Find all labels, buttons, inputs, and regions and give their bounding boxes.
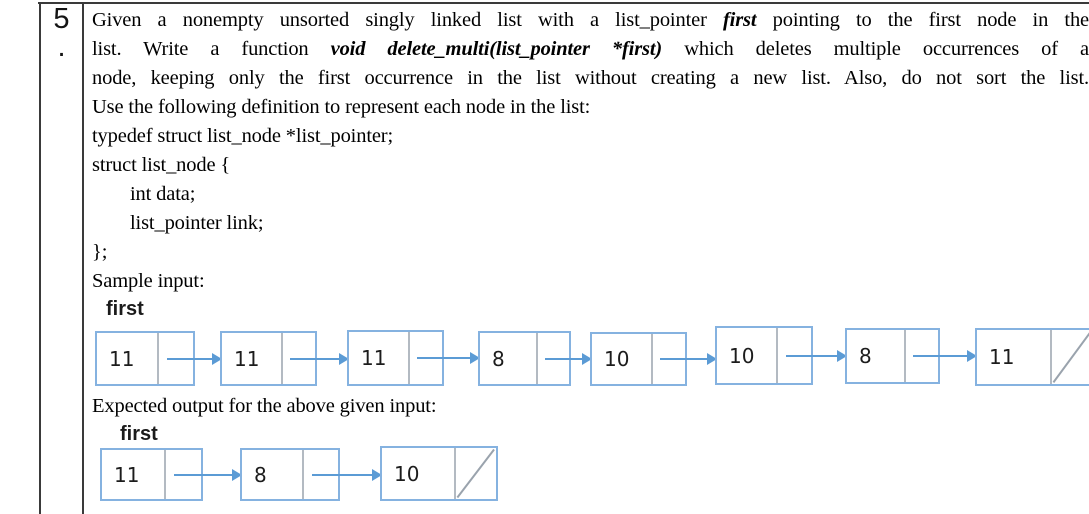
code-line-link: list_pointer link; [130,212,264,234]
statement-line-1: Given a nonempty unsorted singly linked … [92,6,1089,35]
arrow-shaft [167,358,214,360]
node-data-value: 10 [729,343,755,368]
statement-line-1-pre: Given a nonempty unsorted singly linked … [92,9,723,31]
node-data-value: 11 [114,462,140,487]
node-divider [280,333,283,384]
next-pointer-arrow [167,353,222,365]
statement-line-4: Use the following definition to represen… [92,96,591,118]
node-divider [157,333,160,384]
node-divider [302,450,305,499]
list-node: 11 [220,331,317,386]
node-divider [164,450,167,499]
arrow-shaft [417,357,472,359]
question-number: 5 [53,3,70,35]
linked-list-diagram-output: first 11 8 10 [92,421,1089,514]
null-slash-icon [454,448,496,499]
statement-line-1-bold: first [722,9,757,31]
arrow-head-icon [707,353,717,365]
node-data-value: 11 [361,346,387,370]
code-line-int-data: int data; [130,183,196,205]
node-divider [407,332,410,384]
null-slash-icon [1050,330,1089,384]
node-divider [453,448,456,499]
arrow-head-icon [470,352,480,364]
node-data-value: 11 [109,346,135,371]
node-divider [904,330,907,382]
node-divider [1050,330,1053,384]
node-data-value: 10 [394,461,420,486]
statement-line-3: node, keeping only the first occurrence … [92,67,1089,89]
arrow-shaft [660,358,709,360]
next-pointer-arrow [312,469,382,481]
node-data-value: 10 [604,347,630,371]
next-pointer-arrow [545,353,592,365]
next-pointer-arrow [290,353,349,365]
list-node: 11 [975,328,1089,386]
arrow-shaft [290,358,341,360]
arrow-shaft [174,474,234,476]
arrow-head-icon [582,353,592,365]
node-data-value: 8 [254,462,267,487]
statement-line-2-post: which deletes multiple occurrences of a [662,38,1089,60]
statement-line-2-bold: void delete_multi(list_pointer *first) [330,38,663,60]
code-line-typedef: typedef struct list_node *list_pointer; [92,125,394,147]
table-border-left [39,2,41,514]
statement-line-2-pre: list. Write a function [92,38,331,60]
question-content: Given a nonempty unsorted singly linked … [92,6,1089,514]
next-pointer-arrow [417,352,480,364]
node-data-value: 8 [859,344,872,368]
arrow-head-icon [212,353,222,365]
next-pointer-arrow [913,350,977,362]
node-divider [776,328,779,383]
next-pointer-arrow [174,469,242,481]
list-node: 10 [380,446,498,501]
arrow-shaft [913,355,969,357]
arrow-head-icon [837,350,847,362]
statement-line-2: list. Write a function void delete_multi… [92,35,1089,64]
code-line-struct-close: }; [92,241,108,263]
table-top-border [38,2,1089,4]
next-pointer-arrow [660,353,717,365]
node-divider [650,334,653,384]
question-number-cell: 5 . [41,3,82,63]
arrow-shaft [545,358,584,360]
first-pointer-label: first [120,423,158,445]
question-number-dot: . [57,31,66,63]
linked-list-diagram-input: first 11 11 11 8 10 10 8 11 [92,296,1089,392]
list-node: 11 [347,330,444,386]
node-data-value: 11 [989,345,1015,369]
expected-output-label: Expected output for the above given inpu… [92,395,437,417]
arrow-head-icon [372,469,382,481]
arrow-head-icon [232,469,242,481]
next-pointer-arrow [786,350,847,362]
arrow-head-icon [339,353,349,365]
arrow-shaft [786,355,839,357]
code-line-struct-open: struct list_node { [92,154,231,176]
sample-input-label: Sample input: [92,270,205,292]
statement-line-1-post: pointing to the first node in the [756,9,1089,31]
arrow-head-icon [967,350,977,362]
first-pointer-label: first [106,298,144,320]
table-border-right [82,2,84,514]
node-data-value: 11 [234,346,260,371]
arrow-shaft [312,474,374,476]
node-data-value: 8 [492,346,505,371]
node-divider [536,333,539,384]
